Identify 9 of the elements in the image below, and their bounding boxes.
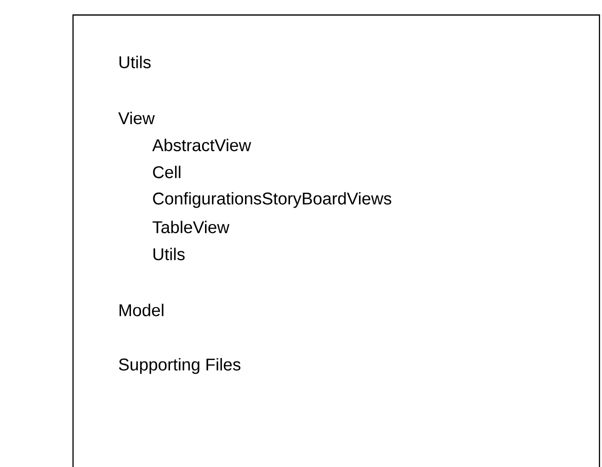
folder-name: AbstractView [152, 138, 252, 152]
folder-name: ConfigurationsStoryBoardViews [153, 192, 392, 208]
folder-name: Utils [154, 248, 185, 260]
folder-name: Supporting Files [118, 358, 240, 374]
folder-name: Model [120, 304, 164, 316]
folder-name: Cell [153, 166, 180, 178]
folder-name: View [118, 112, 155, 124]
folder-name: Utils [120, 56, 151, 68]
folder-name: TableView [152, 220, 230, 234]
